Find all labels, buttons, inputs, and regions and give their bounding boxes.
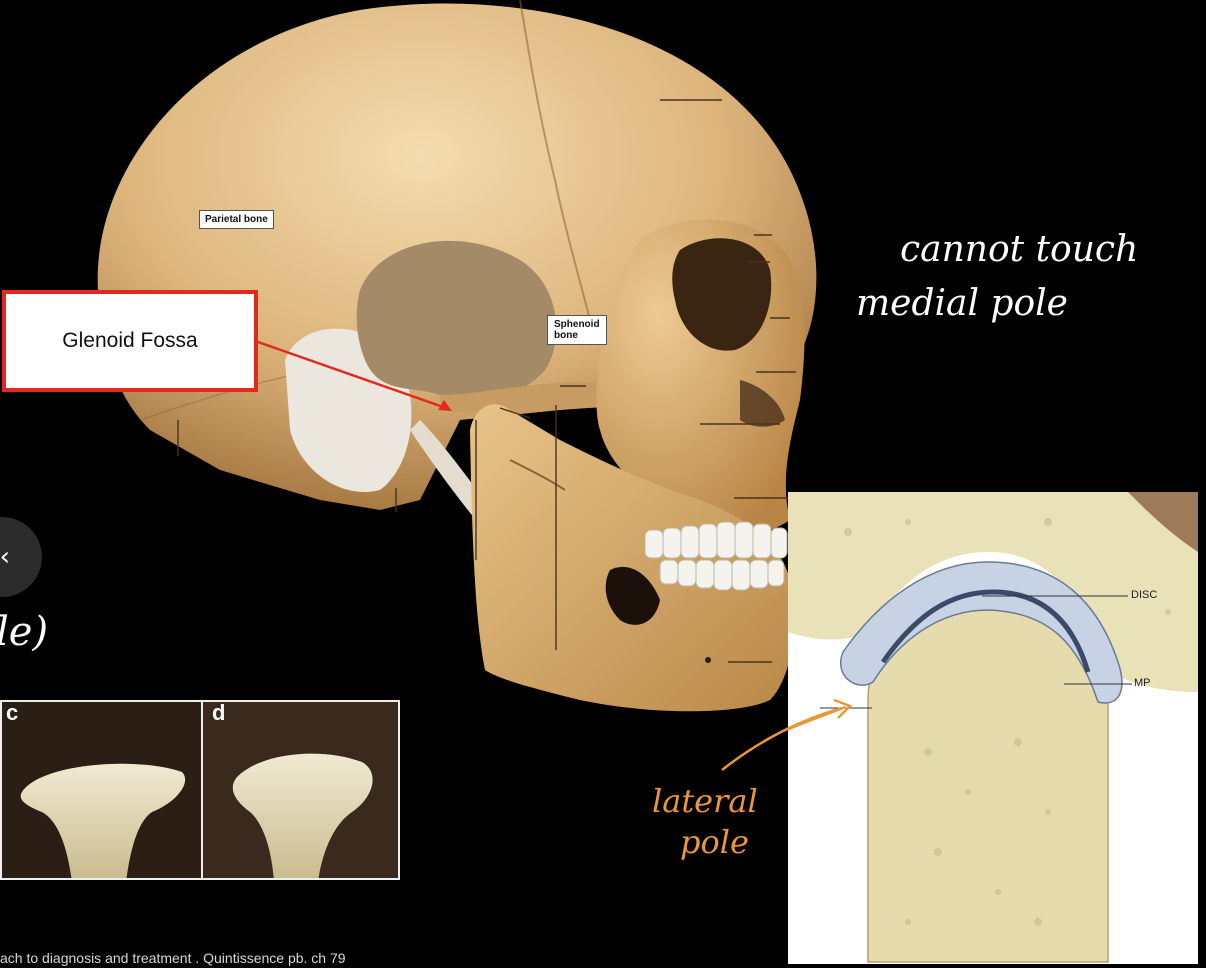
callout-text: Glenoid Fossa	[62, 329, 198, 352]
photo-panel-d-label: d	[212, 700, 226, 725]
sphenoid-label-line1: Sphenoid	[554, 319, 600, 330]
sphenoid-label-line2: bone	[554, 330, 578, 341]
callout-arrow	[257, 340, 447, 410]
sphenoid-bone-label: Sphenoid bone	[547, 315, 607, 345]
chevron-left-icon: ‹	[0, 542, 10, 572]
tmj-inset-diagram: DISC MP LP	[788, 492, 1198, 964]
handwritten-partial-left: le)	[0, 609, 49, 655]
handwritten-medial-line1: cannot touch	[900, 229, 1139, 270]
handwritten-lateral-line1: lateral	[652, 782, 758, 820]
articular-disc	[840, 561, 1123, 704]
parietal-bone-label: Parietal bone	[199, 210, 274, 229]
citation-text: ach to diagnosis and treatment . Quintis…	[0, 950, 346, 966]
handwritten-lateral-line2: pole	[680, 823, 749, 861]
temporal-bone	[356, 240, 557, 400]
tmj-cross-section	[788, 492, 1198, 963]
teeth	[644, 521, 788, 591]
handwritten-medial-line2: medial pole	[856, 283, 1068, 324]
mp-label: MP	[1134, 677, 1151, 689]
photo-panel-c-label: c	[6, 700, 19, 725]
disc-label: DISC	[1131, 589, 1158, 601]
orbit	[672, 238, 772, 351]
condyle-photo-image	[2, 702, 398, 878]
glenoid-fossa-callout: Glenoid Fossa	[2, 290, 258, 392]
condyle-photo: c d	[0, 700, 400, 880]
